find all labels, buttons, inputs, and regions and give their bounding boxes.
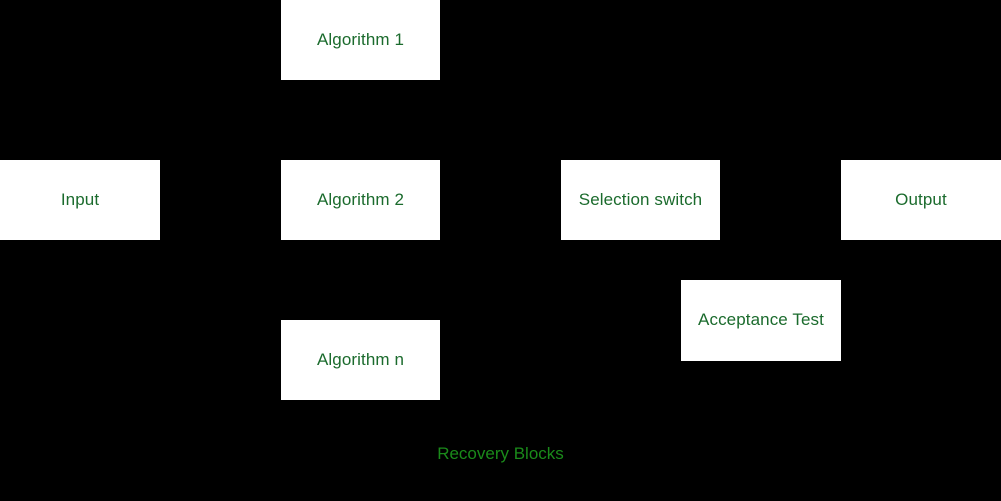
node-acceptance-test[interactable]: Acceptance Test xyxy=(681,280,841,361)
node-selection-switch-label: Selection switch xyxy=(578,189,703,209)
node-input-label: Input xyxy=(60,189,100,209)
node-algorithm-1-label: Algorithm 1 xyxy=(316,29,405,49)
node-output[interactable]: Output xyxy=(841,160,1001,240)
node-acceptance-test-label: Acceptance Test xyxy=(698,310,824,330)
node-algorithm-n-label: Algorithm n xyxy=(316,349,405,369)
node-algorithm-2[interactable]: Algorithm 2 xyxy=(281,160,440,240)
node-algorithm-n[interactable]: Algorithm n xyxy=(281,320,440,400)
node-algorithm-1[interactable]: Algorithm 1 xyxy=(281,0,440,80)
diagram-caption: Recovery Blocks xyxy=(437,444,564,463)
node-algorithm-2-label: Algorithm 2 xyxy=(316,189,405,209)
node-input[interactable]: Input xyxy=(0,160,160,240)
node-selection-switch[interactable]: Selection switch xyxy=(561,160,720,240)
node-output-label: Output xyxy=(895,189,947,209)
